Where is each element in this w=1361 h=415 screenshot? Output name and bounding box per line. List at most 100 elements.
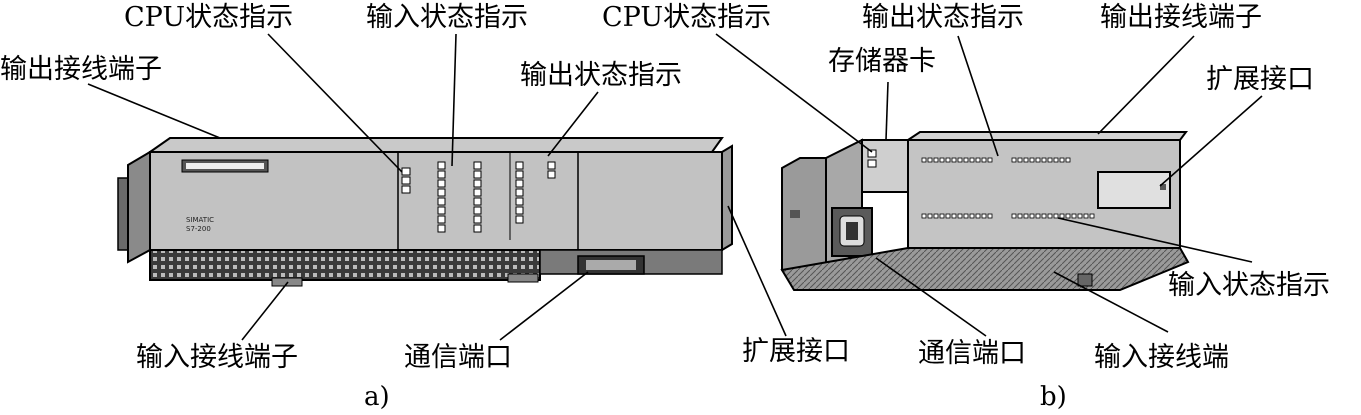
status-led: [515, 206, 524, 215]
label-b-memory-card: 存储器卡: [828, 46, 936, 77]
status-led: [933, 157, 939, 163]
leader-b-output-status: [957, 35, 999, 157]
status-led: [473, 197, 482, 206]
status-led: [1047, 157, 1053, 163]
device-a-model-text: S7-200: [186, 225, 211, 233]
status-led: [921, 157, 927, 163]
label-a-output-terminals: 输出接线端子: [0, 54, 162, 85]
status-led: [1017, 213, 1023, 219]
label-b-output-status: 输出状态指示: [862, 2, 1024, 33]
label-a-expansion-port: 扩展接口: [742, 336, 850, 367]
status-led: [969, 157, 975, 163]
label-b-output-terminals: 输出接线端子: [1100, 2, 1262, 33]
label-b-input-terminals: 输入接线端: [1094, 342, 1229, 373]
leader-b-output-terminals: [1097, 35, 1195, 135]
device-a-input-leds: [437, 161, 482, 233]
status-led: [547, 161, 556, 170]
leader-a-comm-port: [499, 271, 589, 341]
status-led: [1065, 213, 1071, 219]
leader-a-output-terminals: [87, 83, 221, 139]
status-led: [437, 206, 446, 215]
leader-a-input-status: [451, 33, 457, 167]
status-led: [437, 224, 446, 233]
status-led: [975, 213, 981, 219]
status-led: [981, 213, 987, 219]
status-led: [1053, 213, 1059, 219]
status-led: [437, 197, 446, 206]
device-a-brand-text: SIMATIC: [186, 216, 214, 224]
device-a-right-side: [721, 144, 733, 252]
status-led: [1023, 213, 1029, 219]
status-led: [1065, 157, 1071, 163]
status-led: [981, 157, 987, 163]
label-b-expansion-port: 扩展接口: [1206, 64, 1314, 95]
status-led: [1059, 157, 1065, 163]
status-led: [927, 157, 933, 163]
leader-b-expansion-port: [1159, 95, 1263, 187]
status-led: [1023, 157, 1029, 163]
status-led: [957, 157, 963, 163]
status-led: [515, 170, 524, 179]
status-led: [1011, 157, 1017, 163]
leader-a-expansion-port: [727, 205, 787, 337]
status-led: [975, 157, 981, 163]
status-led: [437, 161, 446, 170]
status-led: [437, 179, 446, 188]
leader-b-cpu-status: [715, 33, 873, 153]
leader-b-input-terminals: [1053, 271, 1169, 333]
label-b-cpu-status: CPU状态指示: [602, 2, 772, 33]
leader-b-memory-card: [885, 81, 889, 141]
leader-a-input-terminals: [241, 281, 289, 341]
status-led: [945, 157, 951, 163]
leader-b-comm-port: [875, 257, 987, 337]
status-led: [1035, 213, 1041, 219]
status-led: [1029, 157, 1035, 163]
status-led: [951, 157, 957, 163]
status-led: [473, 206, 482, 215]
status-led: [437, 215, 446, 224]
status-led: [473, 215, 482, 224]
device-b-left-bracket: [781, 157, 827, 282]
device-a: SIMATIC S7-200: [117, 137, 733, 287]
label-a-output-status: 输出状态指示: [520, 60, 682, 91]
status-led: [969, 213, 975, 219]
status-led: [987, 157, 993, 163]
device-b-input-leds: [921, 213, 1095, 219]
status-led: [1029, 213, 1035, 219]
status-led: [1011, 213, 1017, 219]
label-b-input-status: 输入状态指示: [1168, 270, 1330, 301]
status-led: [473, 188, 482, 197]
caption-b: b): [1040, 382, 1067, 412]
leader-a-output-status: [547, 91, 599, 157]
status-led: [921, 213, 927, 219]
status-led: [927, 213, 933, 219]
status-led: [951, 213, 957, 219]
status-led: [515, 197, 524, 206]
status-led: [473, 161, 482, 170]
status-led: [1077, 213, 1083, 219]
status-led: [437, 188, 446, 197]
status-led: [987, 213, 993, 219]
device-a-left-side: [127, 150, 151, 264]
status-led: [939, 157, 945, 163]
leader-lines-b: [715, 33, 1263, 337]
device-a-top-face: [146, 137, 724, 153]
device-a-input-terminal-strip: [149, 249, 541, 281]
label-a-input-status: 输入状态指示: [366, 2, 528, 33]
status-led: [515, 161, 524, 170]
label-b-comm-port: 通信端口: [918, 338, 1026, 369]
status-led: [473, 179, 482, 188]
status-led: [939, 213, 945, 219]
status-led: [547, 170, 556, 179]
status-led: [1041, 213, 1047, 219]
status-led: [1059, 213, 1065, 219]
device-a-cpu-leds: [401, 167, 411, 194]
status-led: [1053, 157, 1059, 163]
status-led: [515, 179, 524, 188]
status-led: [1083, 213, 1089, 219]
status-led: [515, 188, 524, 197]
label-a-cpu-status: CPU状态指示: [124, 2, 294, 33]
caption-a: a): [364, 382, 390, 412]
